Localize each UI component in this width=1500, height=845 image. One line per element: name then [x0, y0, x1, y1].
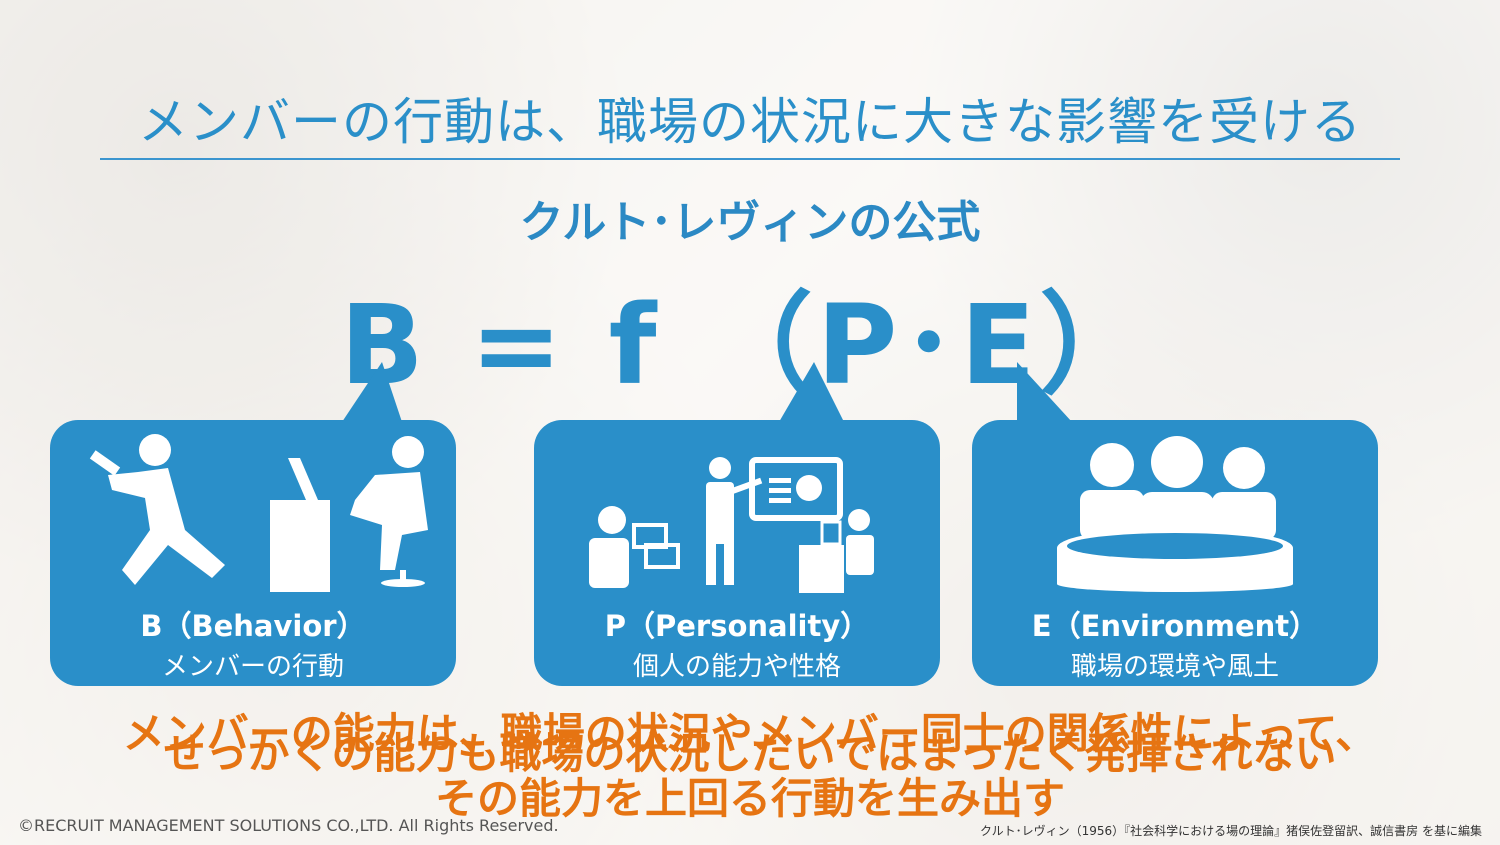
- behavior-box: B（Behavior） メンバーの行動: [50, 362, 456, 686]
- running-worker-icon: [89, 434, 428, 592]
- presentation-people-icon: [589, 457, 874, 593]
- environment-box: E（Environment） 職場の環境や風土: [972, 362, 1378, 686]
- overlay-text-line-1: メンバーの能力は、職場の状況やメンバー同士の関係性によって、: [122, 709, 1378, 758]
- formula-subtitle: クルト･レヴィンの公式: [519, 197, 981, 248]
- source-citation: クルト･レヴィン（1956）『社会科学における場の理論』猪俣佐登留訳、誠信書房 …: [980, 824, 1482, 838]
- overlay-text-line-2: せっかくの能力も職場の状況しだいではまったく発揮されない: [163, 729, 1337, 778]
- personality-box-pointer: [779, 362, 844, 422]
- team-meeting-icon: [1057, 436, 1293, 592]
- environment-label: E（Environment）: [1031, 609, 1319, 643]
- personality-label: P（Personality）: [604, 609, 870, 643]
- title-divider: [100, 158, 1400, 160]
- personality-box: P（Personality） 個人の能力や性格: [534, 362, 940, 686]
- copyright-notice: ©RECRUIT MANAGEMENT SOLUTIONS CO.,LTD. A…: [18, 816, 559, 835]
- page-title: メンバーの行動は、職場の状況に大きな影響を受ける: [138, 93, 1362, 151]
- environment-box-pointer: [1017, 362, 1072, 422]
- environment-description: 職場の環境や風土: [1070, 652, 1279, 682]
- overlay-text-line-3: その能力を上回る行動を生み出す: [434, 774, 1065, 823]
- behavior-box-pointer: [342, 362, 402, 422]
- personality-description: 個人の能力や性格: [632, 652, 841, 682]
- behavior-label: B（Behavior）: [140, 609, 366, 643]
- behavior-description: メンバーの行動: [161, 652, 344, 682]
- lewin-formula: B = f （P･E）: [340, 281, 1154, 409]
